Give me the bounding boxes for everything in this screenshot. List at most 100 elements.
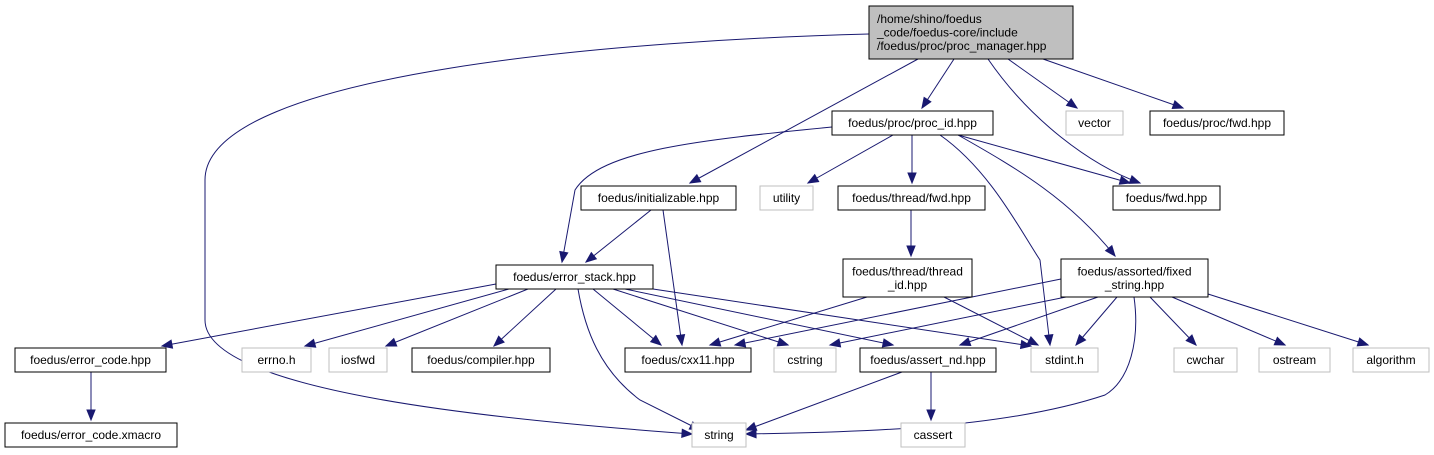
edge-proc_manager-to-proc_fwd [1042,58,1185,110]
edge-error_stack-to-cxx11 [592,288,663,346]
node-label: ostream [1273,353,1316,367]
node-label: foedus/error_code.xmacro [21,428,161,442]
edge-line [1171,296,1286,346]
node-ostream: ostream [1258,347,1331,373]
edge-arrowhead [958,337,972,347]
edge-arrowhead [493,335,505,347]
edge-error_stack-to-errno [303,288,510,348]
node-thread-id[interactable]: foedus/thread/thread_id.hpp [842,258,973,298]
node-label: cstring [787,353,822,367]
edge-arrowhead [907,172,917,185]
node-initializable[interactable]: foedus/initializable.hpp [580,185,737,211]
node-compiler[interactable]: foedus/compiler.hpp [411,347,551,373]
node-label: cassert [914,428,953,442]
edge-fixed_string-to-cstring [828,296,1067,348]
node-label: vector [1078,116,1111,130]
edge-line [585,209,652,263]
node-label: foedus/thread/fwd.hpp [852,191,971,205]
node-iosfwd: iosfwd [328,347,388,373]
node-box [4,422,178,448]
node-box [495,264,654,290]
edge-arrowhead [1075,333,1087,347]
edges-layer [86,33,1370,439]
edge-thread_id-to-stdint [943,296,1040,346]
edge-fixed_string-to-string [744,296,1137,439]
edge-line [161,283,497,347]
edge-arrowhead [303,338,317,348]
node-label: foedus/fwd.hpp [1126,191,1208,205]
edge-arrowhead [559,250,569,264]
node-label: cwchar [1186,353,1224,367]
node-proc-id[interactable]: foedus/proc/proc_id.hpp [831,110,994,136]
node-assert-nd[interactable]: foedus/assert_nd.hpp [859,347,997,373]
node-box [773,347,837,373]
node-box [1060,258,1209,298]
node-label: foedus/initializable.hpp [598,191,720,205]
node-box [1173,347,1238,373]
node-error-code[interactable]: foedus/error_code.hpp [14,347,167,373]
node-box [14,347,167,373]
node-label: foedus/error_stack.hpp [513,270,636,284]
edge-arrowhead [921,96,932,110]
node-box [328,347,388,373]
node-box [624,347,752,373]
edge-fixed_string-to-assert_nd [958,296,1099,347]
node-proc-fwd[interactable]: foedus/proc/fwd.hpp [1149,110,1285,136]
node-cwchar: cwchar [1173,347,1238,373]
node-thread-fwd[interactable]: foedus/thread/fwd.hpp [837,185,986,211]
edge-thread_id-to-cxx11 [708,296,868,347]
edge-line [561,126,833,263]
edge-line [304,288,510,347]
edge-line [1149,296,1197,346]
edge-arrowhead [1104,244,1116,258]
edge-fixed_string-to-cwchar [1149,296,1197,346]
edge-arrowhead [675,333,686,347]
node-box [837,185,986,211]
node-fixed-string[interactable]: foedus/assorted/fixed_string.hpp [1060,258,1209,298]
edge-proc_manager-to-proc_id [921,58,955,110]
node-cstring: cstring [773,347,837,373]
edge-error_stack-to-iosfwd [384,288,529,347]
edge-line [943,296,1039,346]
edge-line [385,288,529,347]
node-stdint: stdint.h [1030,347,1099,373]
edge-error_stack-to-cstring [612,288,790,347]
edge-proc_id-to-thread_fwd [907,135,917,185]
edge-arrowhead [906,245,916,258]
edge-arrowhead [384,337,398,347]
edge-arrowhead [828,338,842,348]
edge-line [709,296,868,346]
node-cxx11[interactable]: foedus/cxx11.hpp [624,347,752,373]
edge-line [807,134,894,184]
edge-arrowhead [744,429,757,439]
node-algorithm: algorithm [1352,347,1430,373]
edge-line [829,296,1067,346]
node-utility: utility [759,185,814,211]
node-label: /foedus/proc/proc_manager.hpp [877,39,1047,53]
edge-arrowhead [584,251,598,263]
edge-line [1075,296,1118,346]
node-proc-manager[interactable]: /home/shino/foedus_code/foedus-core/incl… [868,5,1074,60]
node-error-code-xmacro[interactable]: foedus/error_code.xmacro [4,422,178,448]
node-label: stdint.h [1045,353,1084,367]
edge-arrowhead [1273,336,1287,346]
node-foedus-fwd[interactable]: foedus/fwd.hpp [1112,185,1221,211]
edge-line [1207,293,1369,346]
node-box [691,422,747,448]
node-box [411,347,551,373]
edge-error_stack-to-compiler [493,288,557,347]
node-label: string [704,428,733,442]
edge-arrowhead [1171,100,1185,110]
node-error-stack[interactable]: foedus/error_stack.hpp [495,264,654,290]
edge-thread_fwd-to-thread_id [906,210,916,258]
node-box [759,185,814,211]
node-label: foedus/error_code.hpp [30,353,151,367]
edge-proc_id-to-utility [806,134,894,184]
edge-proc_id-to-stdint [939,134,1054,347]
edge-line [612,288,789,346]
node-box [1065,110,1124,136]
edge-arrowhead [881,338,895,348]
node-cassert: cassert [900,422,966,448]
edge-line [1007,58,1078,109]
